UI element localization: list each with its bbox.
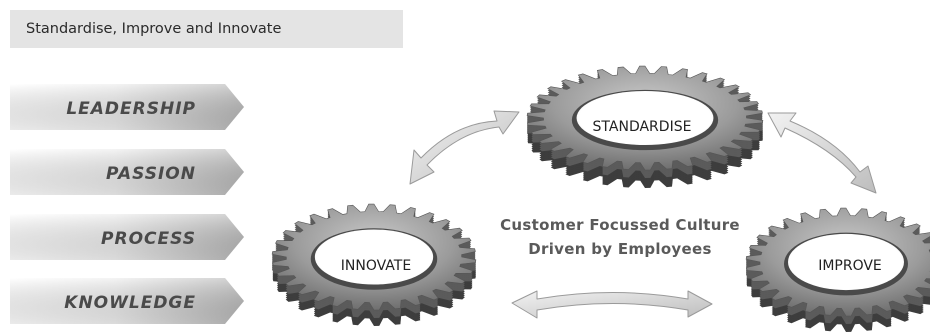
gear-innovate [271, 203, 477, 326]
pillar-label-process: PROCESS [101, 229, 196, 249]
arrow-innovate-improve [511, 290, 713, 319]
gear-label-innovate: INNOVATE [341, 258, 411, 274]
page-title: Standardise, Improve and Innovate [26, 21, 282, 37]
pillar-leadership: LEADERSHIP [10, 84, 244, 130]
gear-standardise [526, 65, 764, 188]
gear-hole [576, 90, 714, 146]
pillar-process: PROCESS [10, 214, 244, 260]
pillar-label-leadership: LEADERSHIP [66, 99, 196, 119]
pillar-label-knowledge: KNOWLEDGE [64, 293, 196, 313]
pillar-passion: PASSION [10, 149, 244, 195]
pillar-label-passion: PASSION [106, 164, 196, 184]
gear-hole [788, 233, 904, 291]
arrow-innovate-standardise [409, 110, 520, 185]
header-bar: Standardise, Improve and Innovate [10, 10, 403, 48]
arrow-standardise-improve [767, 112, 877, 194]
center-text-line-1: Customer Focussed Culture [500, 216, 740, 234]
pillar-knowledge: KNOWLEDGE [10, 278, 244, 324]
center-text-line-2: Driven by Employees [528, 240, 711, 258]
gear-improve [745, 207, 930, 332]
gear-hole [314, 229, 434, 285]
gear-label-standardise: STANDARDISE [593, 119, 692, 135]
gear-label-improve: IMPROVE [818, 258, 882, 274]
